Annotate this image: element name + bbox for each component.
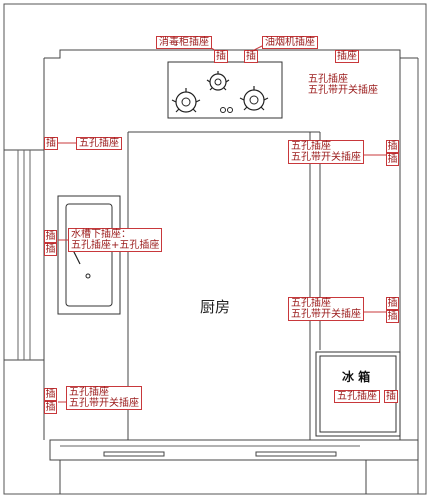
right-mid-tag-bottom: 插 — [386, 153, 399, 166]
right-low-tag-bottom: 插 — [386, 310, 399, 323]
top-counter — [44, 49, 418, 59]
top-plug-a: 插 — [214, 50, 228, 63]
left-upper-socket-label: 五孔插座 — [76, 137, 122, 150]
right-mid-tag-top: 插 — [386, 140, 399, 153]
left-low-tag-top: 插 — [44, 388, 57, 401]
left-upper-plug-tag: 插 — [44, 137, 58, 150]
right-upper-line2: 五孔带开关插座 — [308, 85, 378, 96]
left-low-tag-bottom: 插 — [44, 401, 57, 414]
right-low-line1: 五孔插座 — [291, 298, 331, 309]
sink-drain — [85, 273, 91, 279]
stove-knobs — [220, 107, 233, 113]
outer-wall — [3, 3, 427, 495]
burner-left — [171, 88, 201, 113]
left-low-line2: 五孔带开关插座 — [69, 398, 139, 409]
left-low-line1: 五孔插座 — [69, 387, 109, 398]
sink-line1: 水槽下插座： — [71, 229, 131, 240]
right-low-line2: 五孔带开关插座 — [291, 309, 361, 320]
right-mid-line2: 五孔带开关插座 — [291, 152, 361, 163]
door-handle-left — [103, 451, 165, 457]
left-low-socket-label: 五孔插座 五孔带开关插座 — [66, 386, 142, 410]
fridge-socket-tag: 插 — [384, 390, 398, 403]
right-mid-socket-label: 五孔插座 五孔带开关插座 — [288, 140, 364, 164]
fridge-outer — [315, 351, 401, 437]
door-handle-right — [255, 451, 337, 457]
sink-line2: 五孔插座+五孔插座 — [71, 240, 160, 251]
right-low-socket-label: 五孔插座 五孔带开关插座 — [288, 297, 364, 321]
sink-outer — [57, 195, 121, 315]
burner-right — [239, 86, 269, 111]
socket-leaders — [58, 45, 394, 403]
right-low-tag-top: 插 — [386, 297, 399, 310]
sterilizer-socket-label: 消毒柜插座 — [156, 36, 212, 49]
burner-center — [206, 71, 230, 91]
right-upper-socket-label: 五孔插座 五孔带开关插座 — [306, 74, 380, 96]
sink-tag-top: 插 — [44, 230, 57, 243]
top-plug-c: 插座 — [335, 50, 359, 63]
bottom-wall — [49, 439, 419, 461]
sink-tag-bottom: 插 — [44, 243, 57, 256]
sink-socket-label: 水槽下插座： 五孔插座+五孔插座 — [68, 228, 163, 252]
fridge-label: 冰 箱 — [342, 370, 371, 384]
hood-socket-label: 油烟机插座 — [262, 36, 318, 49]
right-mid-line1: 五孔插座 — [291, 141, 331, 152]
top-plug-b: 插 — [244, 50, 258, 63]
room-name: 厨房 — [200, 298, 231, 316]
fridge-socket-label: 五孔插座 — [334, 390, 380, 403]
right-upper-line1: 五孔插座 — [308, 74, 348, 85]
sink-inner — [65, 203, 113, 307]
